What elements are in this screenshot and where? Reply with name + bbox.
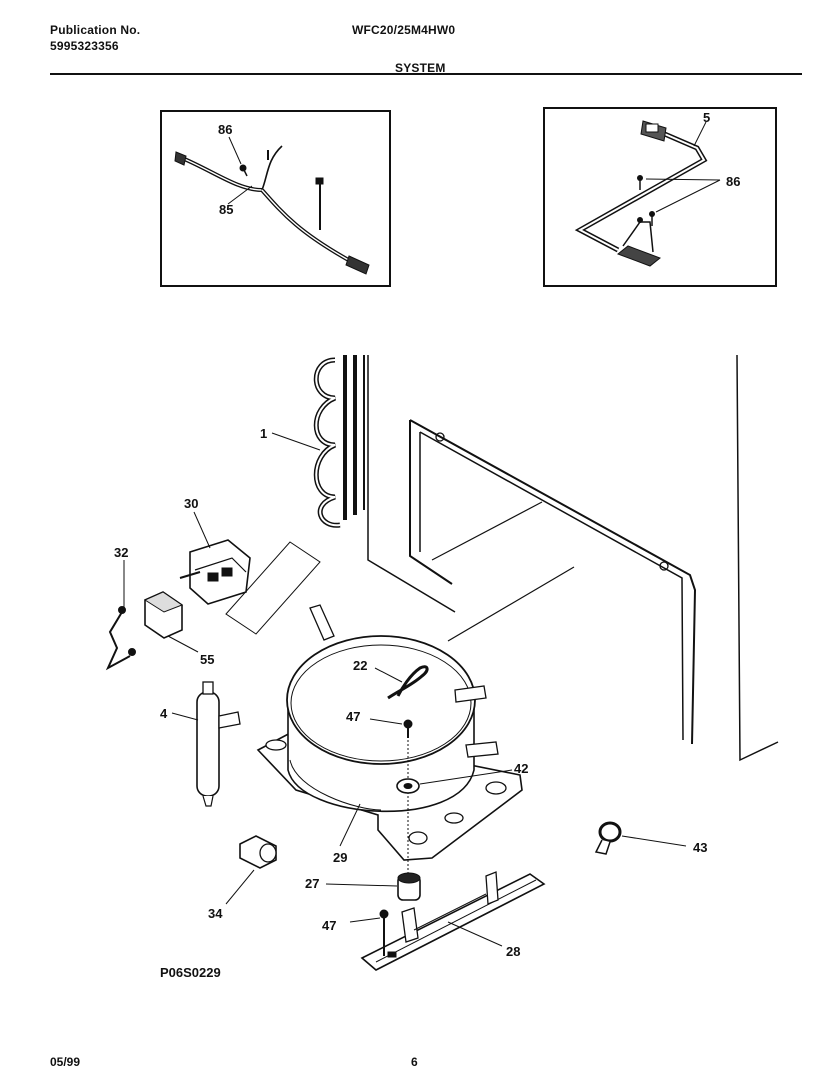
callout-86-right: 86 xyxy=(726,174,740,189)
callout-32: 32 xyxy=(114,545,128,560)
callout-47-upper: 47 xyxy=(346,709,360,724)
section-title: SYSTEM xyxy=(395,61,446,75)
clip-32 xyxy=(105,606,136,671)
leader-34 xyxy=(225,869,255,905)
inset-harness-left: 86 85 xyxy=(160,110,391,287)
callout-30: 30 xyxy=(184,496,198,511)
bracket-28 xyxy=(360,871,546,971)
screw-47-upper-icon xyxy=(403,719,413,880)
clamp-43 xyxy=(594,821,622,855)
callout-86-left: 86 xyxy=(218,122,232,137)
inset-frame-left xyxy=(160,110,391,287)
leader-55 xyxy=(167,635,199,653)
screw-86-icon xyxy=(637,175,655,226)
callout-1: 1 xyxy=(260,426,267,441)
callout-43: 43 xyxy=(693,840,707,855)
condenser-coil-1 xyxy=(313,355,365,528)
callout-28: 28 xyxy=(506,944,520,959)
publication-label: Publication No. xyxy=(50,23,141,37)
overload-wire-22 xyxy=(387,665,429,700)
callout-55: 55 xyxy=(200,652,214,667)
screw-47-lower-icon xyxy=(379,909,389,956)
callout-29: 29 xyxy=(333,850,347,865)
leader-47-lower xyxy=(349,917,381,923)
footer-page-number: 6 xyxy=(411,1055,418,1069)
compressor-29 xyxy=(256,604,523,861)
leader-29 xyxy=(339,803,361,847)
callout-42: 42 xyxy=(514,761,528,776)
publication-number: 5995323356 xyxy=(50,39,119,53)
screw-86-icon xyxy=(239,164,248,177)
callout-5: 5 xyxy=(703,110,710,125)
leader-22 xyxy=(374,667,403,683)
wire-harness-5 xyxy=(574,120,708,267)
leader-27 xyxy=(325,883,398,887)
leader-43 xyxy=(621,835,687,847)
inset-harness-right: 5 86 xyxy=(543,107,777,287)
spacer-27 xyxy=(397,872,421,901)
leader-5 xyxy=(693,121,707,147)
leader-85 xyxy=(227,185,253,205)
callout-34: 34 xyxy=(208,906,223,921)
callout-85: 85 xyxy=(219,202,233,217)
cap-34 xyxy=(239,835,277,869)
callout-22: 22 xyxy=(353,658,367,673)
callout-47-lower: 47 xyxy=(322,918,336,933)
grommet-42 xyxy=(396,778,420,794)
capacitor-55 xyxy=(143,591,184,639)
drier-4 xyxy=(196,681,241,807)
leader-47-upper xyxy=(369,718,403,725)
model-number: WFC20/25M4HW0 xyxy=(352,23,456,37)
leader-1 xyxy=(271,432,321,451)
footer-date: 05/99 xyxy=(50,1055,80,1069)
leader-86-right-b xyxy=(655,179,721,213)
inset-frame-right xyxy=(543,107,777,287)
leader-86-left xyxy=(228,136,242,165)
cabinet-outline xyxy=(367,354,779,762)
leader-42 xyxy=(419,769,513,785)
callout-4: 4 xyxy=(160,706,168,721)
leader-4 xyxy=(171,712,199,721)
leader-30 xyxy=(193,511,211,549)
relay-30 xyxy=(179,539,321,635)
leader-86-right-a xyxy=(645,178,721,181)
leader-28 xyxy=(447,921,503,947)
wire-harness-85 xyxy=(174,145,370,275)
figure-id: P06S0229 xyxy=(160,965,221,980)
callout-27: 27 xyxy=(305,876,319,891)
